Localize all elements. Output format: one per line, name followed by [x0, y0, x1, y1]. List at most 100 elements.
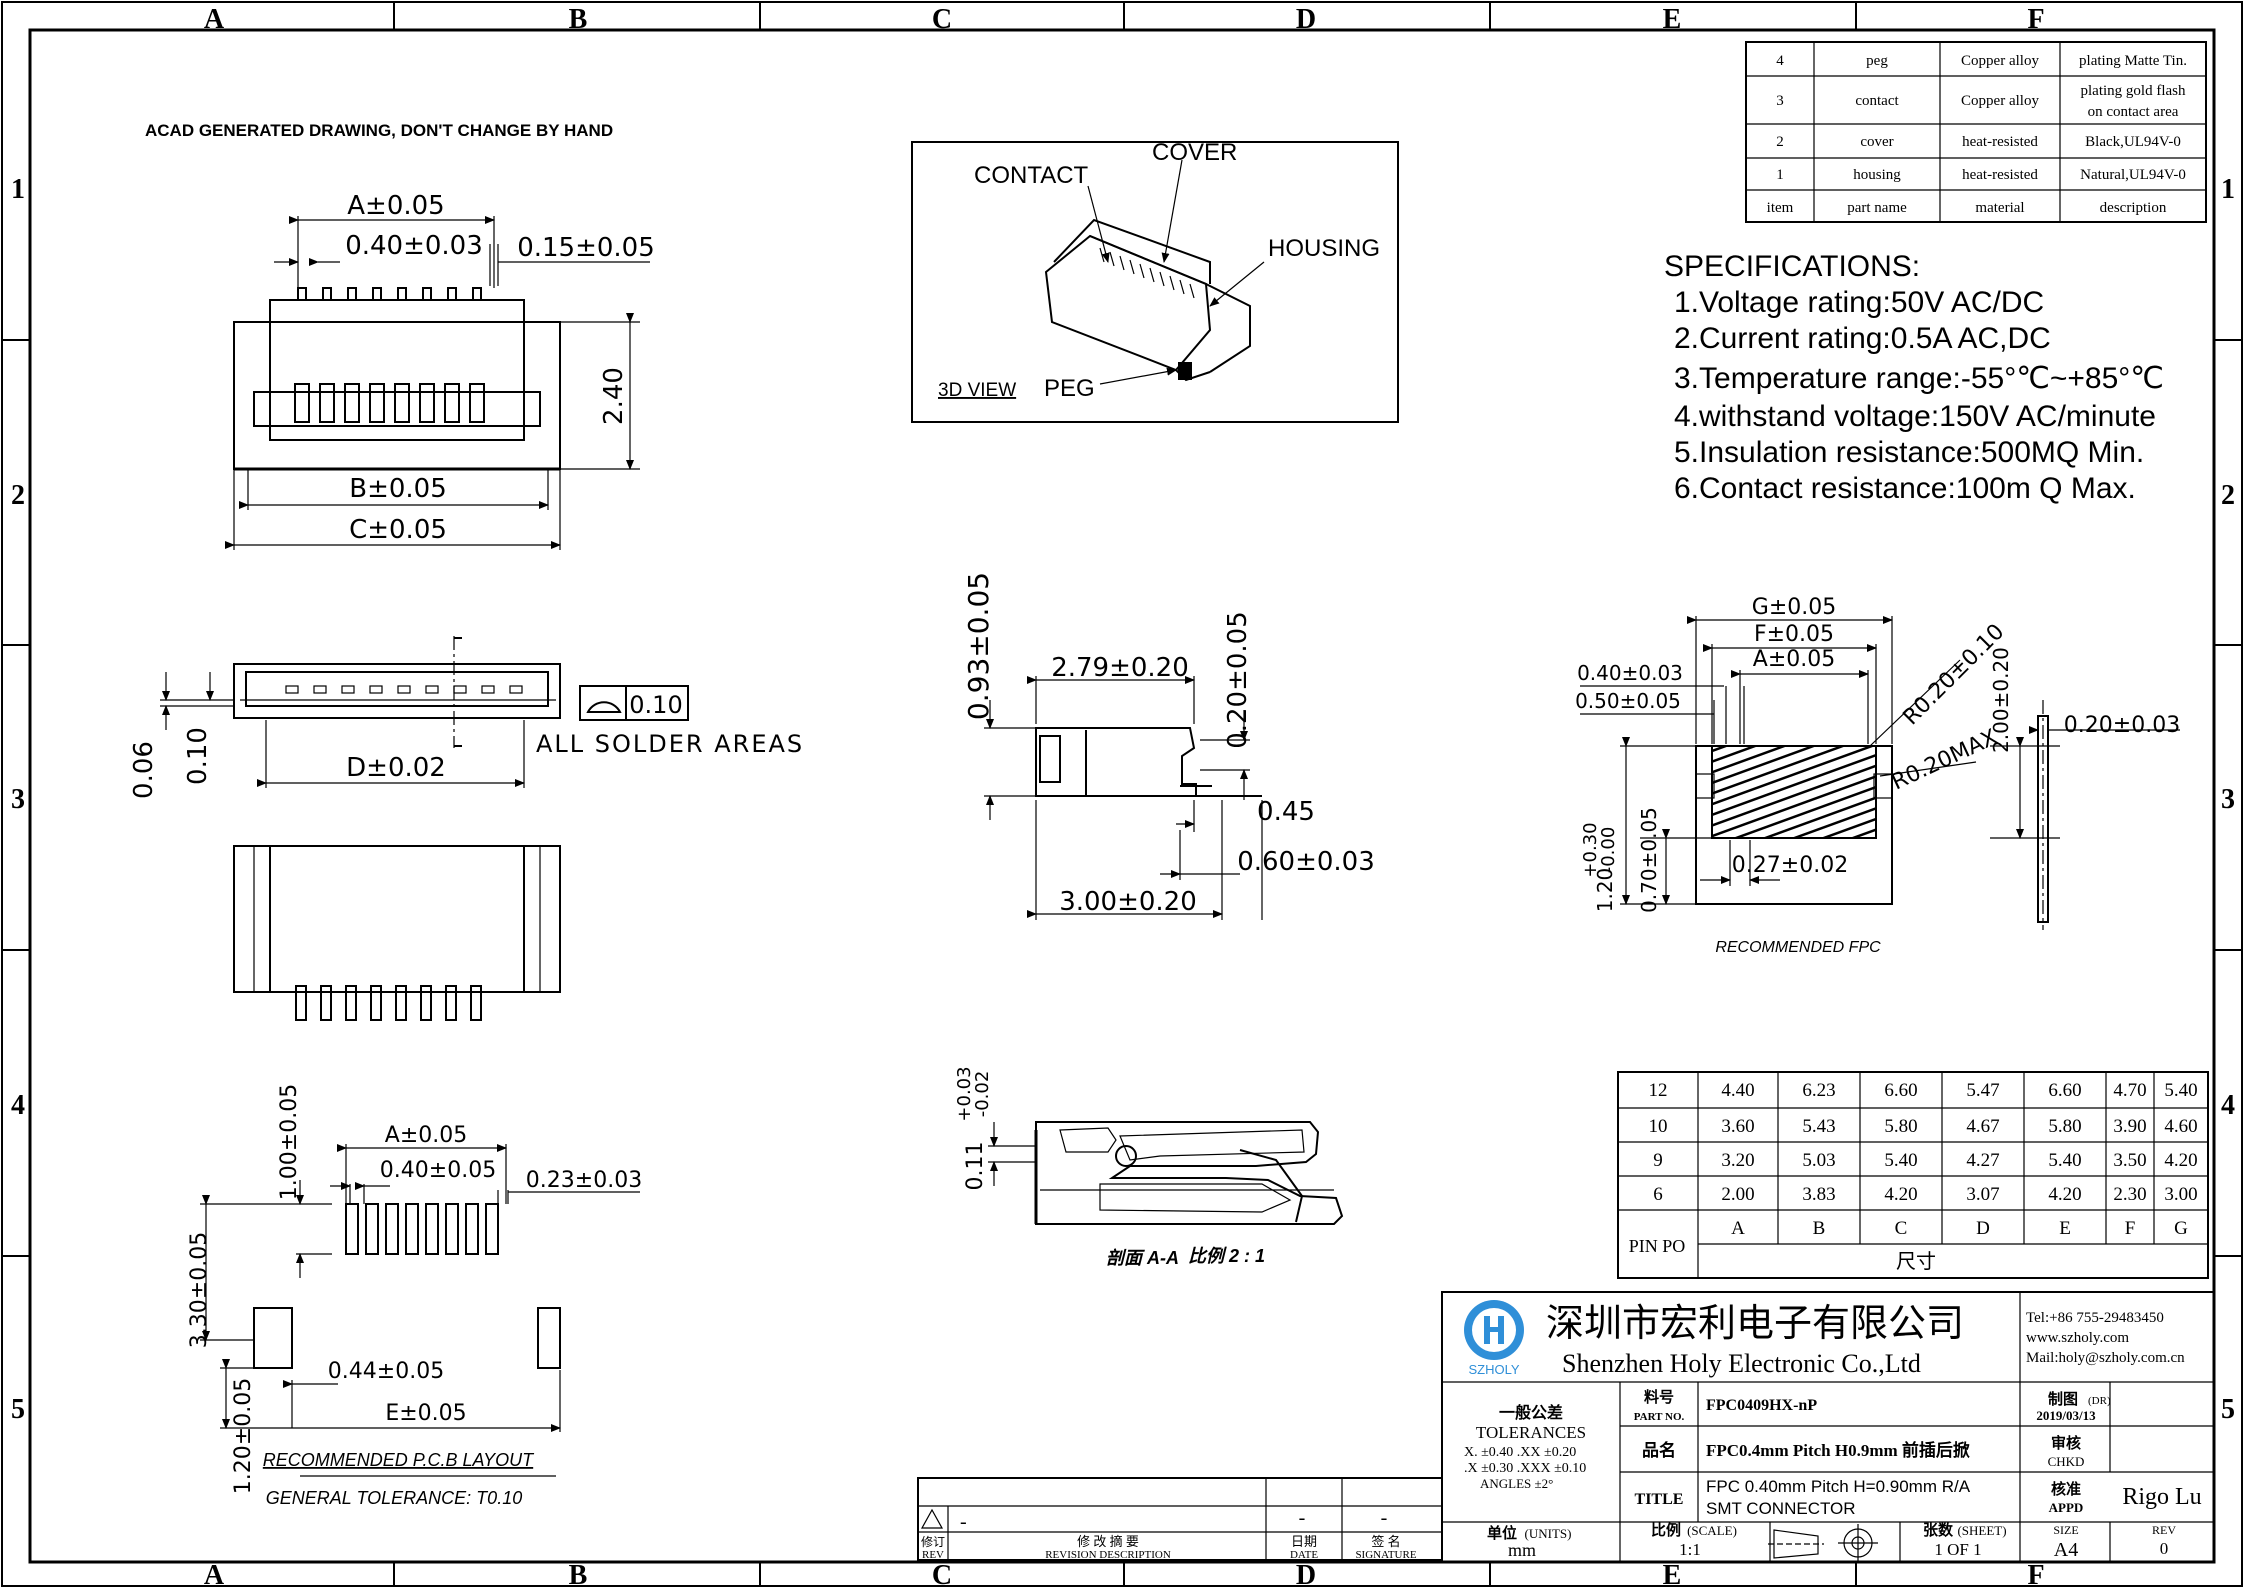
drawn-cn: 制图: [2048, 1390, 2078, 1408]
pcb-tolerance: GENERAL TOLERANCE: T0.10: [266, 1488, 522, 1508]
dim-d: D±0.02: [346, 753, 446, 783]
section-tol-dn: -0.02: [972, 1071, 993, 1118]
fpc-0-50: 0.50±0.05: [1575, 689, 1681, 713]
table-cell: 4.20: [1884, 1184, 1917, 1205]
section-a-a: 0.11 +0.03 -0.02 剖面 A-A 比例 2 : 1: [954, 1066, 1344, 1268]
bottom-pin: [470, 985, 482, 1021]
table-cell: 5.03: [1802, 1150, 1835, 1171]
scale-value: 1:1: [1679, 1540, 1701, 1559]
size-label: 尺寸: [1896, 1250, 1936, 1273]
bom-item-4: 4: [1776, 53, 1784, 69]
scale-cn: 比例: [1651, 1521, 1681, 1539]
side-pin: [425, 685, 439, 694]
row-number-1: 1: [11, 174, 25, 205]
dim-a: A±0.05: [347, 191, 444, 221]
table-cell: 3.20: [1721, 1150, 1754, 1171]
table-cell: 5.43: [1802, 1116, 1835, 1137]
top-pin-tail: [447, 287, 457, 301]
3d-contact-pin: [1189, 283, 1195, 299]
bom-desc-2: Black,UL94V-0: [2085, 134, 2181, 150]
pcb-a: A±0.05: [385, 1123, 467, 1148]
recommended-fpc: G±0.05 F±0.05 A±0.05 0.40±0.03 0.50±0.05…: [1575, 595, 2180, 956]
spec-line-4: 4.withstand voltage:150V AC/minute: [1674, 400, 2156, 433]
label-housing: HOUSING: [1268, 235, 1380, 262]
tol-en: TOLERANCES: [1476, 1423, 1586, 1442]
3d-contact-pin: [1169, 275, 1175, 291]
3d-contact-pin: [1109, 251, 1115, 267]
flatness-value: 0.10: [629, 691, 682, 719]
fpc-0-20: 0.20±0.03: [2064, 713, 2180, 738]
title-block: SZHOLY 深圳市宏利电子有限公司 Shenzhen Holy Electro…: [1441, 1291, 2215, 1563]
rev-en: REV: [922, 1549, 944, 1561]
pin-po-label: PIN PO: [1629, 1236, 1686, 1256]
col-letter-d: D: [1296, 4, 1316, 35]
table-cell: 5.47: [1966, 1080, 1999, 1101]
bottom-pin: [295, 985, 307, 1021]
table-col-header: E: [2059, 1218, 2071, 1239]
3d-contact-pin: [1099, 247, 1105, 263]
rev-date-en: DATE: [1290, 1549, 1318, 1561]
top-pin-tail: [347, 287, 357, 301]
units-cn: 单位: [1487, 1524, 1517, 1542]
3d-contact-pin: [1149, 267, 1155, 283]
3d-contact-pin: [1179, 279, 1185, 295]
sheet-cn: 张数: [1923, 1521, 1954, 1539]
3d-contact-pin: [1139, 263, 1145, 279]
fpc-tol-up: +0.30: [1580, 822, 1601, 877]
label-contact: CONTACT: [974, 162, 1089, 189]
table-cell: 10: [1649, 1116, 1668, 1137]
table-cell: 3.07: [1966, 1184, 1999, 1205]
drawn-date: 2019/03/13: [2036, 1408, 2096, 1423]
drawn-en: (DR): [2088, 1395, 2111, 1407]
pcb-pad: [485, 1203, 499, 1255]
check-cn: 审核: [2051, 1434, 2081, 1452]
table-cell: 5.40: [2164, 1080, 2197, 1101]
table-cell: 3.50: [2113, 1150, 2146, 1171]
dim-0-10: 0.10: [183, 727, 213, 785]
table-cell: 2.30: [2113, 1184, 2146, 1205]
rev-label: REV: [2152, 1523, 2176, 1537]
col-letter-b: B: [569, 4, 588, 35]
bottom-view: [233, 845, 561, 1021]
units-en: (UNITS): [1525, 1526, 1572, 1541]
dim-0-45: 0.45: [1257, 797, 1315, 827]
3d-contact-pin: [1119, 255, 1125, 271]
company-tel: Tel:+86 755-29483450: [2026, 1310, 2164, 1326]
table-cell: 4.60: [2164, 1116, 2197, 1137]
size-label-block: SIZE: [2053, 1523, 2078, 1537]
pcb-width: 0.23±0.03: [526, 1168, 642, 1193]
check-en: CHKD: [2048, 1454, 2085, 1469]
dim-0-06: 0.06: [129, 741, 159, 799]
3d-contact-pin: [1159, 271, 1165, 287]
pcb-0-44: 0.44±0.05: [328, 1359, 444, 1384]
col-letter-a: A: [204, 4, 225, 35]
pcb-pad: [445, 1203, 459, 1255]
bottom-pin: [320, 985, 332, 1021]
logo-text: SZHOLY: [1468, 1362, 1519, 1377]
bottom-pin: [370, 985, 382, 1021]
side-pin: [341, 685, 355, 694]
table-cell: 5.80: [2048, 1116, 2081, 1137]
company-name-en: Shenzhen Holy Electronic Co.,Ltd: [1562, 1349, 1921, 1378]
fpc-0-70: 0.70±0.05: [1637, 807, 1661, 913]
side-pin: [369, 685, 383, 694]
row-number-5: 5: [11, 1394, 25, 1425]
dim-c: C±0.05: [349, 515, 447, 545]
spec-line-2: 2.Current rating:0.5A AC,DC: [1674, 322, 2051, 355]
rev-value: 0: [2160, 1539, 2169, 1558]
row-number-2: 2: [11, 480, 25, 511]
pcb-pitch: 0.40±0.05: [380, 1158, 496, 1183]
fpc-caption: RECOMMENDED FPC: [1715, 939, 1881, 956]
top-pin-tail: [422, 287, 432, 301]
top-pin-contact: [344, 383, 360, 423]
appd-en: APPD: [2049, 1500, 2084, 1515]
title-line-2: SMT CONNECTOR: [1706, 1499, 1856, 1518]
bom-desc-1: Natural,UL94V-0: [2080, 167, 2186, 183]
side-pin: [397, 685, 411, 694]
table-cell: 5.80: [1884, 1116, 1917, 1137]
dim-width: 0.15±0.05: [517, 233, 655, 263]
pcb-pad: [405, 1203, 419, 1255]
section-tol-up: +0.03: [954, 1066, 975, 1121]
top-pin-contact: [419, 383, 435, 423]
bom-item-2: 2: [1776, 134, 1784, 150]
